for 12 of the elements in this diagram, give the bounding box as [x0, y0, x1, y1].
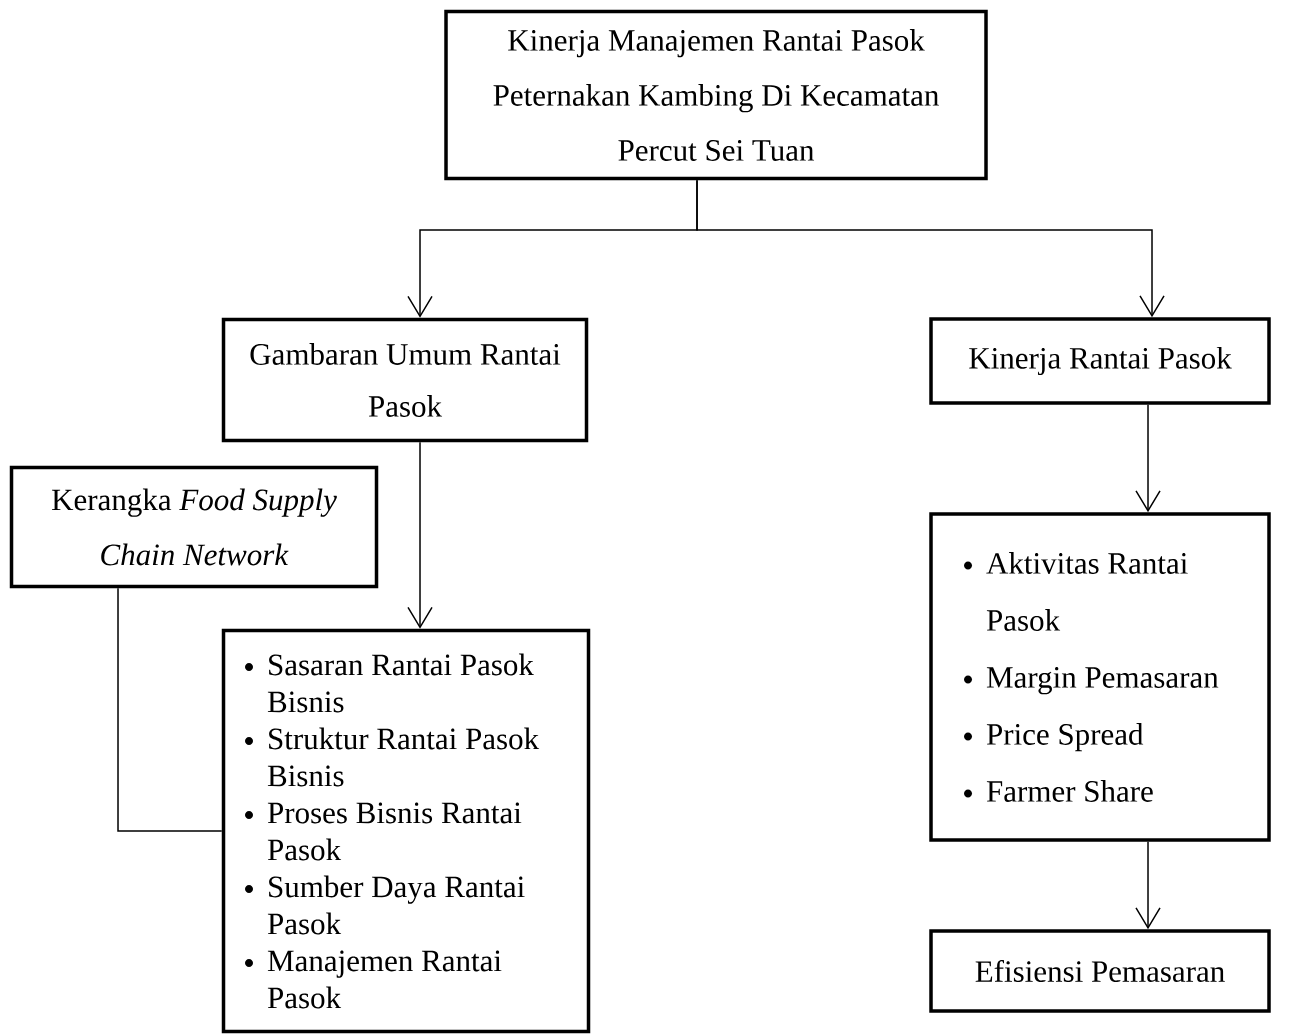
connector-line — [117, 587, 223, 832]
arrow — [407, 441, 433, 629]
bullet-list-box: Sasaran Rantai Pasok Bisnis Struktur Rantai Pasok Bisnis Proses Bisnis Rantai Pasok Sumber Daya Rantai Pasok Manajemen Rantai Pasok — [221, 628, 591, 1034]
arrow — [696, 179, 1165, 318]
process-box: Gambaran Umum Rantai Pasok — [221, 317, 589, 443]
arrow — [1135, 404, 1161, 513]
process-box: Efisiensi Pemasaran — [929, 929, 1271, 1013]
process-box: Kinerja Rantai Pasok — [929, 317, 1271, 405]
bullet-list-box: Aktivitas Rantai Pasok Margin Pemasaran Price Spread Farmer Share — [929, 512, 1271, 842]
arrow — [1135, 841, 1161, 930]
process-box: Kinerja Manajemen Rantai Pasok Peternakan Kambing Di Kecamatan Percut Sei Tuan — [444, 9, 988, 181]
process-box: Kerangka Food Supply Chain Network — [9, 465, 379, 589]
